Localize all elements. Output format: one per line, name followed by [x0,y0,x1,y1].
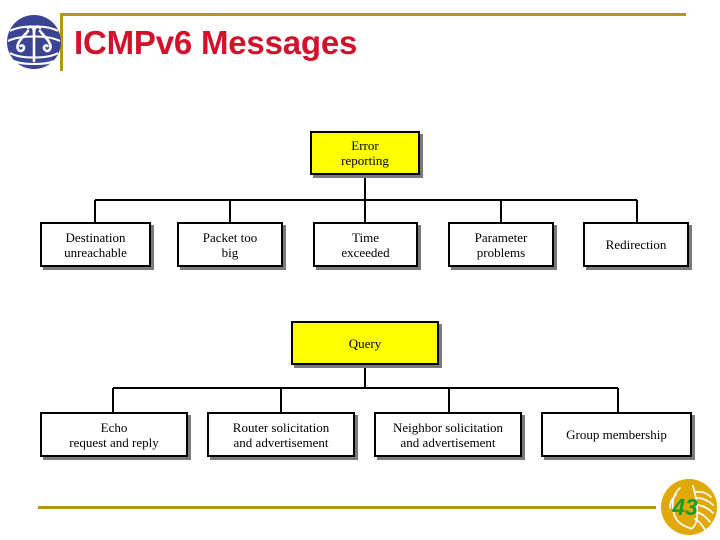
node-parameter-problems[interactable]: Parameter problems [448,222,554,267]
koru-spiral-logo-icon [7,15,61,69]
node-label: Error reporting [341,138,389,168]
fern-circle-badge-icon [661,479,717,535]
node-label: Group membership [566,427,667,442]
node-label: Packet too big [202,229,258,260]
connectors-error-reporting [94,175,638,222]
node-label: Neighbor solicitation and advertisement [392,419,504,450]
node-redirection[interactable]: Redirection [583,222,689,267]
node-label: Parameter problems [474,229,528,260]
connectors-query [112,365,619,412]
node-packet-too-big[interactable]: Packet too big [177,222,283,267]
node-label: Destination unreachable [64,229,127,260]
node-neighbor-solicitation-and-advertisement[interactable]: Neighbor solicitation and advertisement [374,412,522,457]
node-destination-unreachable[interactable]: Destination unreachable [40,222,151,267]
page-number: 43 [672,493,698,520]
page-title: ICMPv6 Messages [74,24,358,61]
node-label: Echo request and reply [69,419,159,450]
node-label: Redirection [605,237,667,252]
header-rule-horizontal [60,13,686,16]
node-echo-request-and-reply[interactable]: Echo request and reply [40,412,188,457]
node-group-membership[interactable]: Group membership [541,412,692,457]
node-label: Router solicitation and advertisement [232,419,330,450]
node-label: Time exceeded [341,229,390,260]
header-rule-vertical [60,13,63,71]
node-query[interactable]: Query [291,321,439,365]
footer-rule [38,506,656,509]
node-time-exceeded[interactable]: Time exceeded [313,222,418,267]
node-error-reporting[interactable]: Error reporting [310,131,420,175]
node-label: Query [348,335,382,351]
node-router-solicitation-and-advertisement[interactable]: Router solicitation and advertisement [207,412,355,457]
